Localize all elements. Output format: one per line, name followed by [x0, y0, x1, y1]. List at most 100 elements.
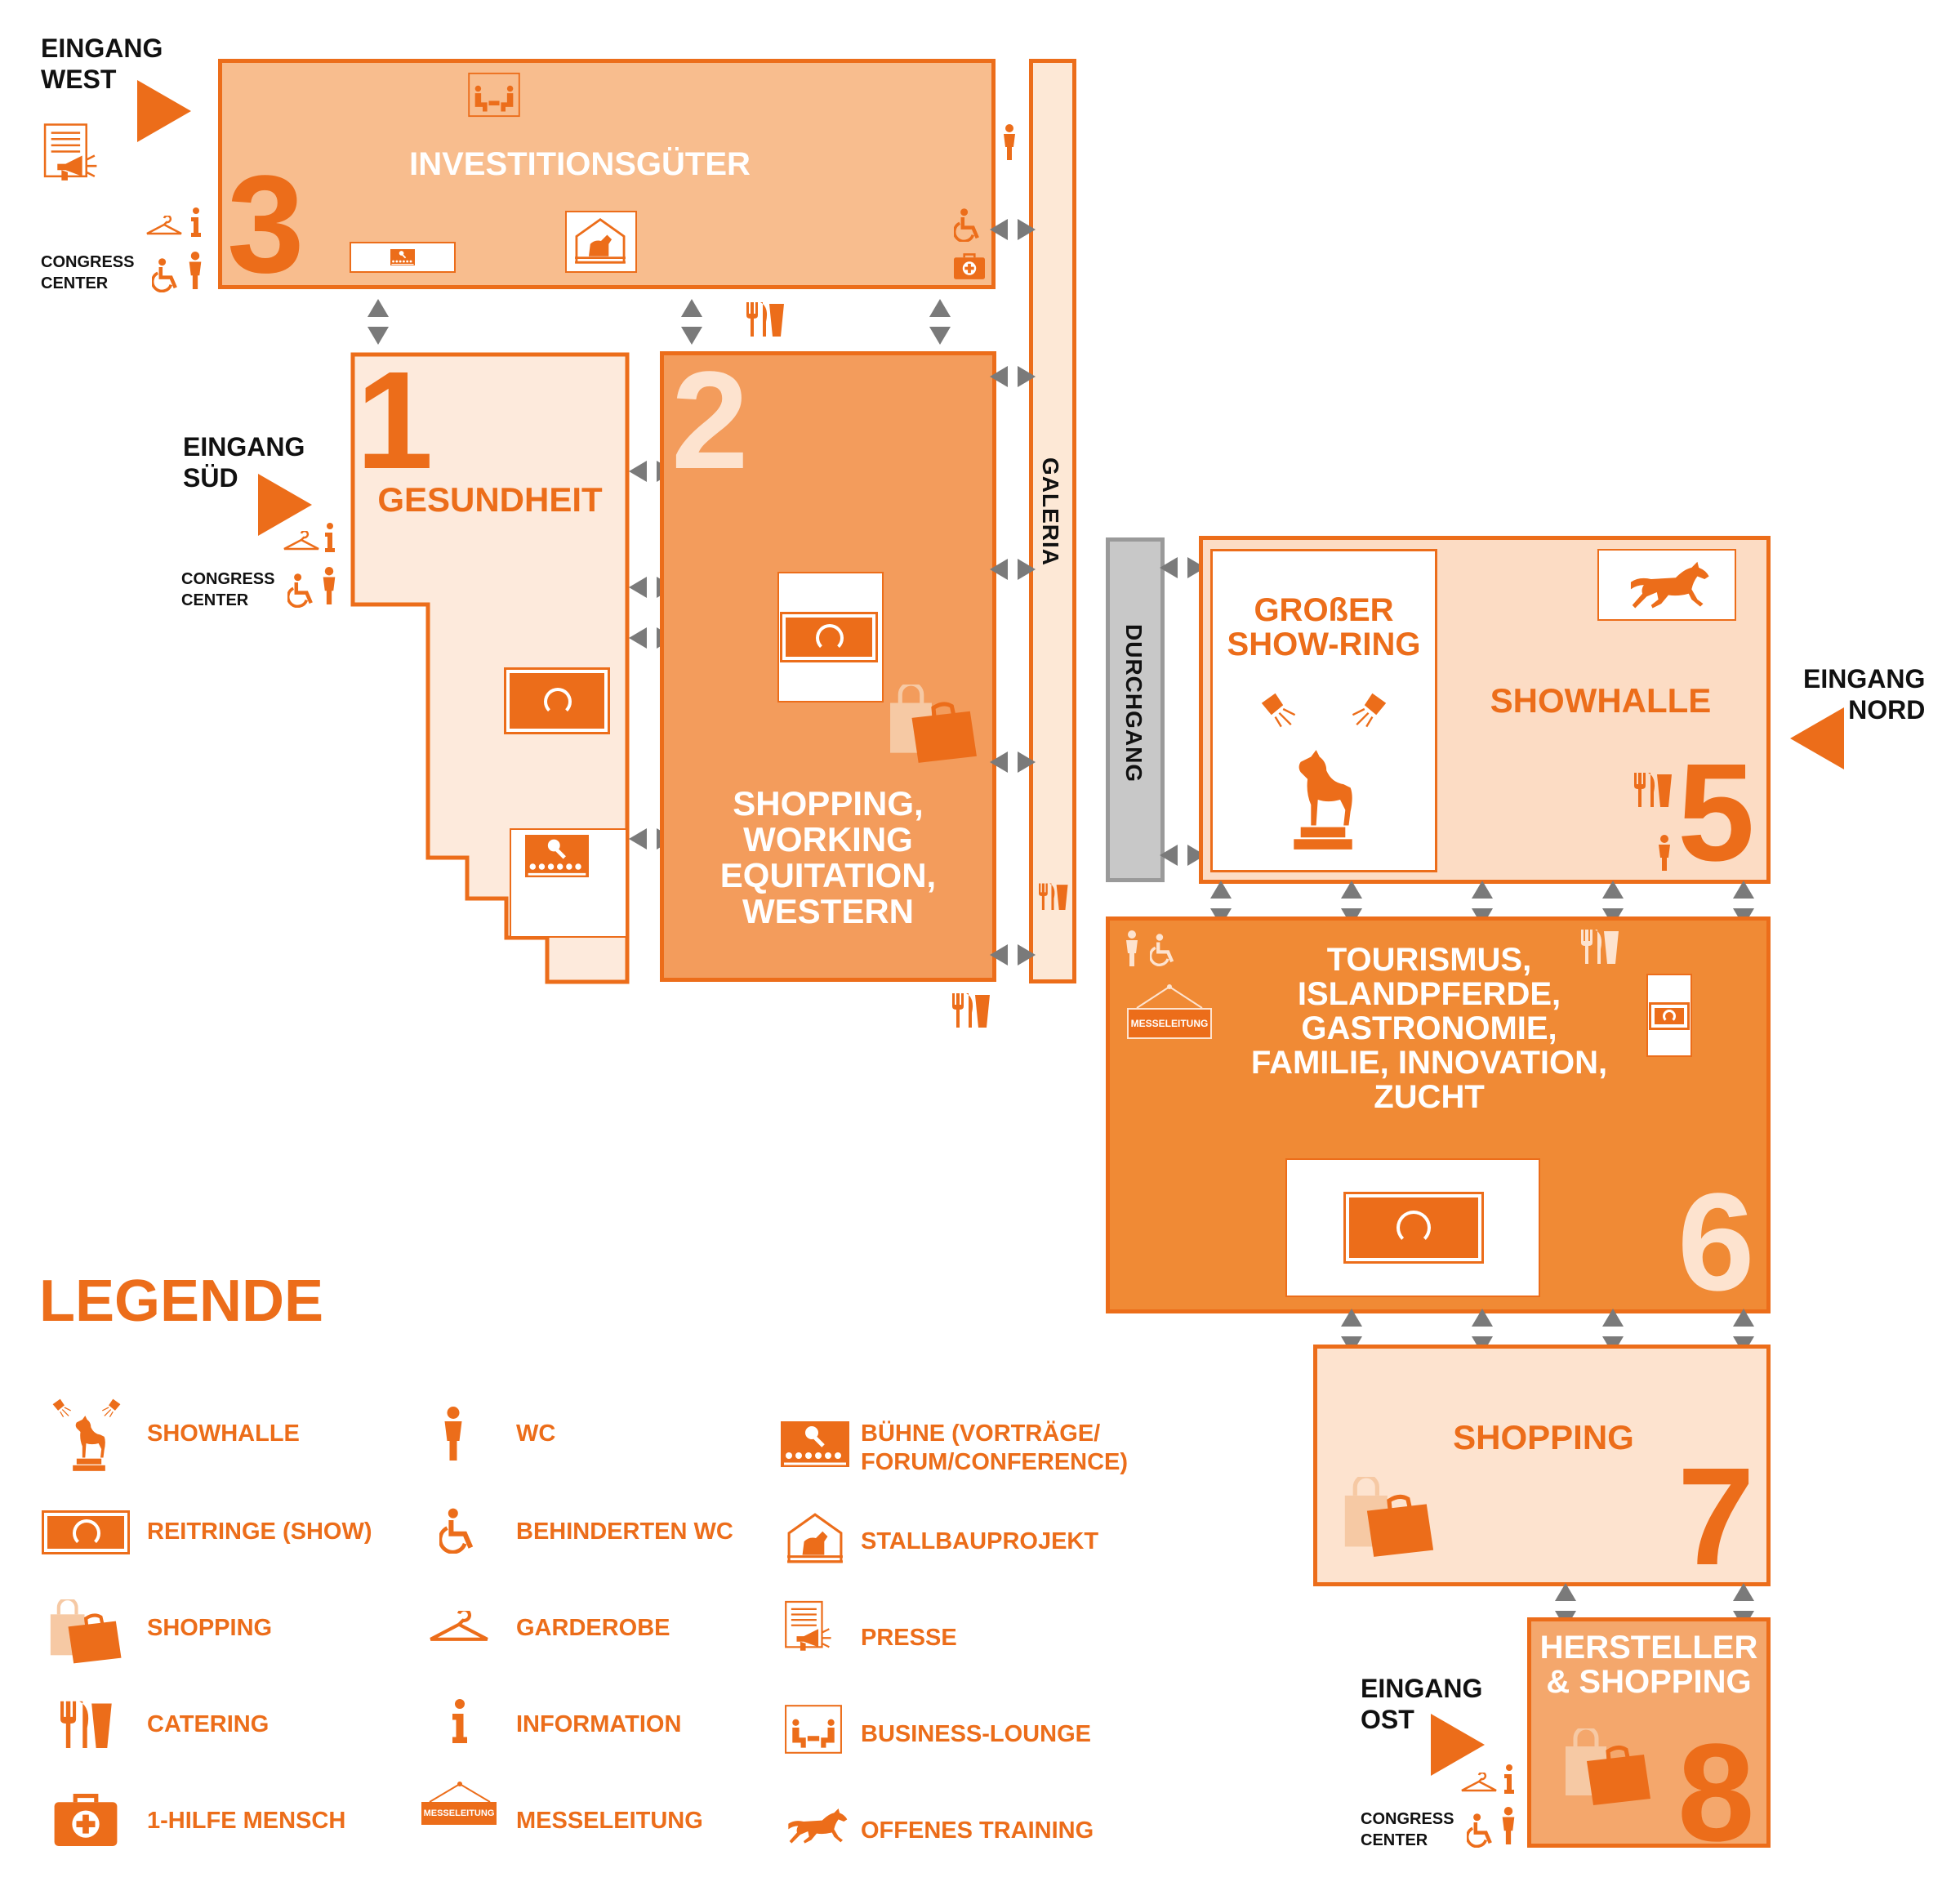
info-icon — [323, 523, 336, 552]
legend-presse: PRESSE — [861, 1625, 957, 1651]
hall-3-number: 3 — [227, 147, 305, 302]
wc-icon — [1124, 930, 1140, 967]
stage-icon — [390, 248, 415, 266]
wheelchair-icon — [1467, 1812, 1496, 1848]
hall-1-title: GESUNDHEIT — [377, 480, 603, 519]
hall-8-title: HERSTELLER & SHOPPING — [1539, 1630, 1758, 1700]
legend-catering: CATERING — [147, 1711, 270, 1737]
legend-first-aid: 1-HILFE MENSCH — [147, 1808, 346, 1834]
info-icon — [189, 207, 203, 237]
legend-messeleitung: MESSELEITUNG — [516, 1808, 703, 1834]
first-aid-icon — [954, 253, 985, 279]
wc-icon — [186, 252, 204, 289]
durchgang-corridor[interactable] — [1106, 537, 1165, 882]
connector-3-1[interactable] — [368, 299, 389, 345]
legend-reitringe: REITRINGE (SHOW) — [147, 1519, 372, 1545]
showhalle-icon — [51, 1398, 122, 1471]
entrance-nord-arrow[interactable] — [1790, 707, 1844, 769]
business-lounge-icon — [784, 1704, 843, 1755]
hall-5-show-ring — [1210, 549, 1437, 872]
wc-icon — [1656, 835, 1673, 871]
wc-icon — [1499, 1807, 1517, 1844]
reitring-icon — [816, 624, 844, 652]
catering-icon — [1576, 928, 1622, 964]
catering-icon — [742, 301, 787, 337]
business-lounge-icon — [467, 72, 521, 118]
legend-buehne: BÜHNE (VORTRÄGE/ FORUM/CONFERENCE) — [861, 1420, 1129, 1475]
galeria-label: GALERIA — [1038, 457, 1063, 566]
connector-3-2a[interactable] — [681, 299, 702, 345]
legend-behinderten-wc: BEHINDERTEN WC — [516, 1519, 733, 1545]
hall-6-small-reitring — [1649, 1002, 1690, 1030]
entrance-nord-label: EINGANG NORD — [1803, 664, 1926, 725]
catering-icon — [56, 1699, 114, 1748]
durchgang-label: DURCHGANG — [1121, 624, 1147, 783]
connector-3-galeria[interactable] — [990, 219, 1036, 240]
connector-2-galeria-a[interactable] — [990, 366, 1036, 387]
horse-icon — [784, 1807, 849, 1846]
congress-center-label-sued: CONGRESS CENTER — [181, 570, 275, 609]
shopping-icon — [889, 685, 980, 765]
reitring-shoe — [73, 1519, 100, 1547]
stage-icon — [781, 1421, 849, 1467]
connector-2-galeria-d[interactable] — [990, 944, 1036, 966]
connector-2-galeria-b[interactable] — [990, 559, 1036, 580]
wheelchair-icon — [954, 207, 983, 242]
wc-icon — [441, 1407, 466, 1461]
spotlight-icon — [1258, 689, 1297, 729]
wheelchair-icon — [1150, 931, 1178, 967]
legend-wc: WC — [516, 1420, 556, 1447]
entrance-ost-arrow[interactable] — [1431, 1714, 1485, 1776]
hall-1-reitring — [504, 667, 610, 734]
hall-6-reitring — [1343, 1192, 1484, 1264]
catering-icon — [947, 992, 993, 1028]
hall-1-number: 1 — [356, 343, 434, 498]
stage-icon — [524, 835, 590, 877]
hall-8[interactable] — [1527, 1617, 1771, 1848]
galeria-corridor[interactable] — [1029, 59, 1076, 983]
messeleitung-icon: MESSELEITUNG — [1127, 1008, 1212, 1039]
hall-1[interactable] — [346, 350, 640, 987]
wc-icon — [1001, 124, 1018, 160]
info-icon — [451, 1699, 469, 1743]
entrance-ost-label: EINGANG OST — [1361, 1674, 1483, 1735]
info-icon — [1503, 1764, 1516, 1794]
hall-7-number: 7 — [1677, 1439, 1755, 1594]
first-aid-icon — [54, 1794, 118, 1846]
garderobe-icon — [283, 531, 320, 552]
reitring-icon — [1663, 1010, 1676, 1023]
hall-6-number: 6 — [1677, 1165, 1755, 1320]
hall-5-title: SHOWHALLE — [1490, 681, 1712, 720]
horse-icon — [1624, 560, 1713, 611]
hall-2-number: 2 — [671, 343, 749, 498]
shopping-icon — [1343, 1477, 1437, 1559]
connector-3-2b[interactable] — [929, 299, 951, 345]
entrance-sued-arrow[interactable] — [258, 474, 312, 536]
entrance-sued-label: EINGANG SÜD — [183, 432, 305, 493]
stallbau-icon — [573, 216, 627, 265]
legend-stallbauprojekt: STALLBAUPROJEKT — [861, 1528, 1099, 1554]
legend-garderobe: GARDEROBE — [516, 1615, 670, 1641]
hall-6-title: TOURISMUS, ISLANDPFERDE, GASTRONOMIE, FA… — [1250, 942, 1608, 1115]
connector-2-galeria-c[interactable] — [990, 751, 1036, 773]
reitring-icon — [1396, 1211, 1431, 1245]
garderobe-icon — [145, 216, 183, 237]
stallbau-icon — [786, 1511, 844, 1565]
entrance-west-arrow[interactable] — [137, 80, 191, 142]
entrance-west-label: EINGANG WEST — [41, 33, 163, 95]
hall-3-stallbau-box — [565, 211, 637, 273]
reitring-icon — [544, 688, 572, 716]
hall-5-ring-title: GROßER SHOW-RING — [1227, 592, 1421, 662]
wheelchair-icon — [152, 256, 181, 292]
congress-center-label-ost: CONGRESS CENTER — [1361, 1810, 1454, 1849]
presse-icon — [784, 1599, 835, 1655]
garderobe-icon — [1460, 1773, 1498, 1794]
legend-information: INFORMATION — [516, 1711, 682, 1737]
hall-8-number: 8 — [1677, 1715, 1755, 1871]
messeleitung-icon: MESSELEITUNG — [421, 1802, 497, 1825]
reitring-icon — [42, 1510, 130, 1554]
catering-icon — [1628, 771, 1676, 807]
spotlight-icon — [1351, 689, 1390, 729]
hall-1-stage-area — [510, 828, 627, 938]
wheelchair-icon — [287, 572, 317, 608]
